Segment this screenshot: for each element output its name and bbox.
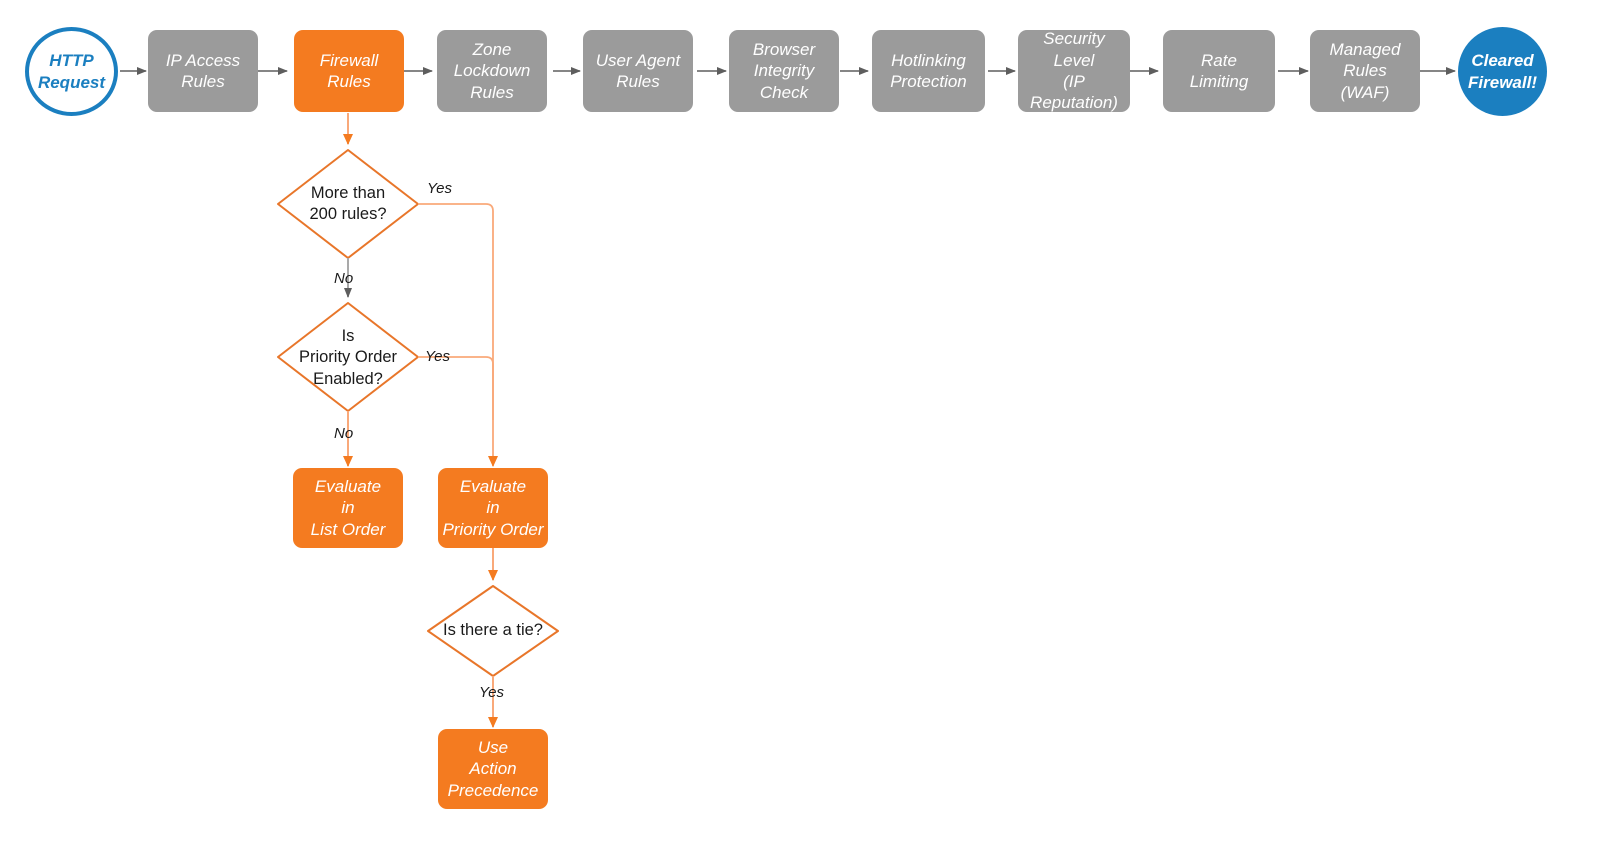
list-order-line-1: Evaluate (314, 476, 382, 496)
zone-lockdown-line-3: Rules (470, 82, 514, 102)
node-ip-access-rules[interactable]: IP Access Rules (148, 30, 258, 112)
zone-lockdown-line-2: Lockdown (453, 61, 531, 81)
cleared-firewall-line-1: Cleared (1471, 51, 1534, 71)
hotlinking-line-1: Hotlinking (891, 50, 966, 70)
action-precedence-line-2: Action (469, 759, 517, 779)
node-rate-limiting[interactable]: Rate Limiting (1163, 30, 1275, 112)
browser-integrity-line-1: Browser (752, 39, 816, 59)
node-evaluate-in-priority-order[interactable]: Evaluate in Priority Order (438, 468, 548, 548)
node-http-request[interactable]: HTTP Request (25, 27, 118, 116)
cleared-firewall-line-2: Firewall! (1468, 72, 1537, 92)
node-zone-lockdown-rules[interactable]: Zone Lockdown Rules (437, 30, 547, 112)
node-managed-rules-waf[interactable]: Managed Rules (WAF) (1310, 30, 1420, 112)
rate-limiting-line-2: Limiting (1189, 72, 1249, 91)
priority-order-line-1: Evaluate (459, 476, 527, 496)
security-level-line-2: Level (1053, 50, 1095, 70)
decision-shape-priority-order-enabled (277, 302, 419, 412)
node-hotlinking-protection[interactable]: Hotlinking Protection (872, 30, 985, 112)
user-agent-line-2: Rules (616, 72, 660, 91)
security-level-line-3: (IP Reputation) (1030, 72, 1118, 113)
edge-yes-priority-order (418, 356, 494, 420)
node-firewall-rules[interactable]: Firewall Rules (294, 30, 404, 112)
http-request-line-2: Request (37, 72, 106, 92)
node-cleared-firewall[interactable]: Cleared Firewall! (1458, 27, 1547, 116)
edge-label-yes-tie: Yes (479, 684, 505, 701)
priority-order-line-2: in (486, 498, 500, 518)
edge-label-no-more-than-200: No (334, 270, 354, 287)
edge-label-yes-more-than-200: Yes (427, 180, 453, 197)
priority-order-line-3: Priority Order (442, 519, 544, 539)
edge-yes-more-than-200 (418, 203, 498, 467)
managed-rules-line-3: (WAF) (1340, 82, 1390, 102)
managed-rules-line-2: Rules (1343, 61, 1387, 81)
list-order-line-3: List Order (310, 519, 386, 539)
ip-access-line-1: IP Access (165, 50, 241, 70)
ip-access-line-2: Rules (181, 72, 225, 91)
zone-lockdown-line-1: Zone (472, 39, 512, 59)
browser-integrity-line-2: Integrity (753, 61, 815, 81)
edge-label-yes-priority-order: Yes (425, 348, 451, 365)
firewall-rules-line-1: Firewall (319, 50, 379, 70)
http-request-line-1: HTTP (49, 51, 94, 71)
decision-shape-more-than-200-rules (277, 149, 419, 259)
decision-shapes (277, 149, 559, 677)
node-user-agent-rules[interactable]: User Agent Rules (583, 30, 693, 112)
action-precedence-line-1: Use (477, 737, 509, 757)
firewall-rules-line-2: Rules (327, 72, 371, 91)
rate-limiting-line-1: Rate (1201, 50, 1237, 70)
node-use-action-precedence[interactable]: Use Action Precedence (438, 729, 548, 809)
edge-label-no-priority-order: No (334, 425, 354, 442)
hotlinking-line-2: Protection (890, 72, 967, 91)
user-agent-line-1: User Agent (595, 50, 681, 70)
node-security-level[interactable]: Security Level (IP Reputation) (1018, 29, 1130, 113)
managed-rules-line-1: Managed (1329, 39, 1401, 59)
browser-integrity-line-3: Check (759, 82, 809, 102)
node-evaluate-in-list-order[interactable]: Evaluate in List Order (293, 468, 403, 548)
security-level-line-1: Security (1043, 29, 1105, 49)
node-browser-integrity-check[interactable]: Browser Integrity Check (729, 30, 839, 112)
list-order-line-2: in (341, 498, 355, 518)
decision-shape-is-there-a-tie (427, 585, 559, 677)
action-precedence-line-3: Precedence (447, 780, 539, 800)
